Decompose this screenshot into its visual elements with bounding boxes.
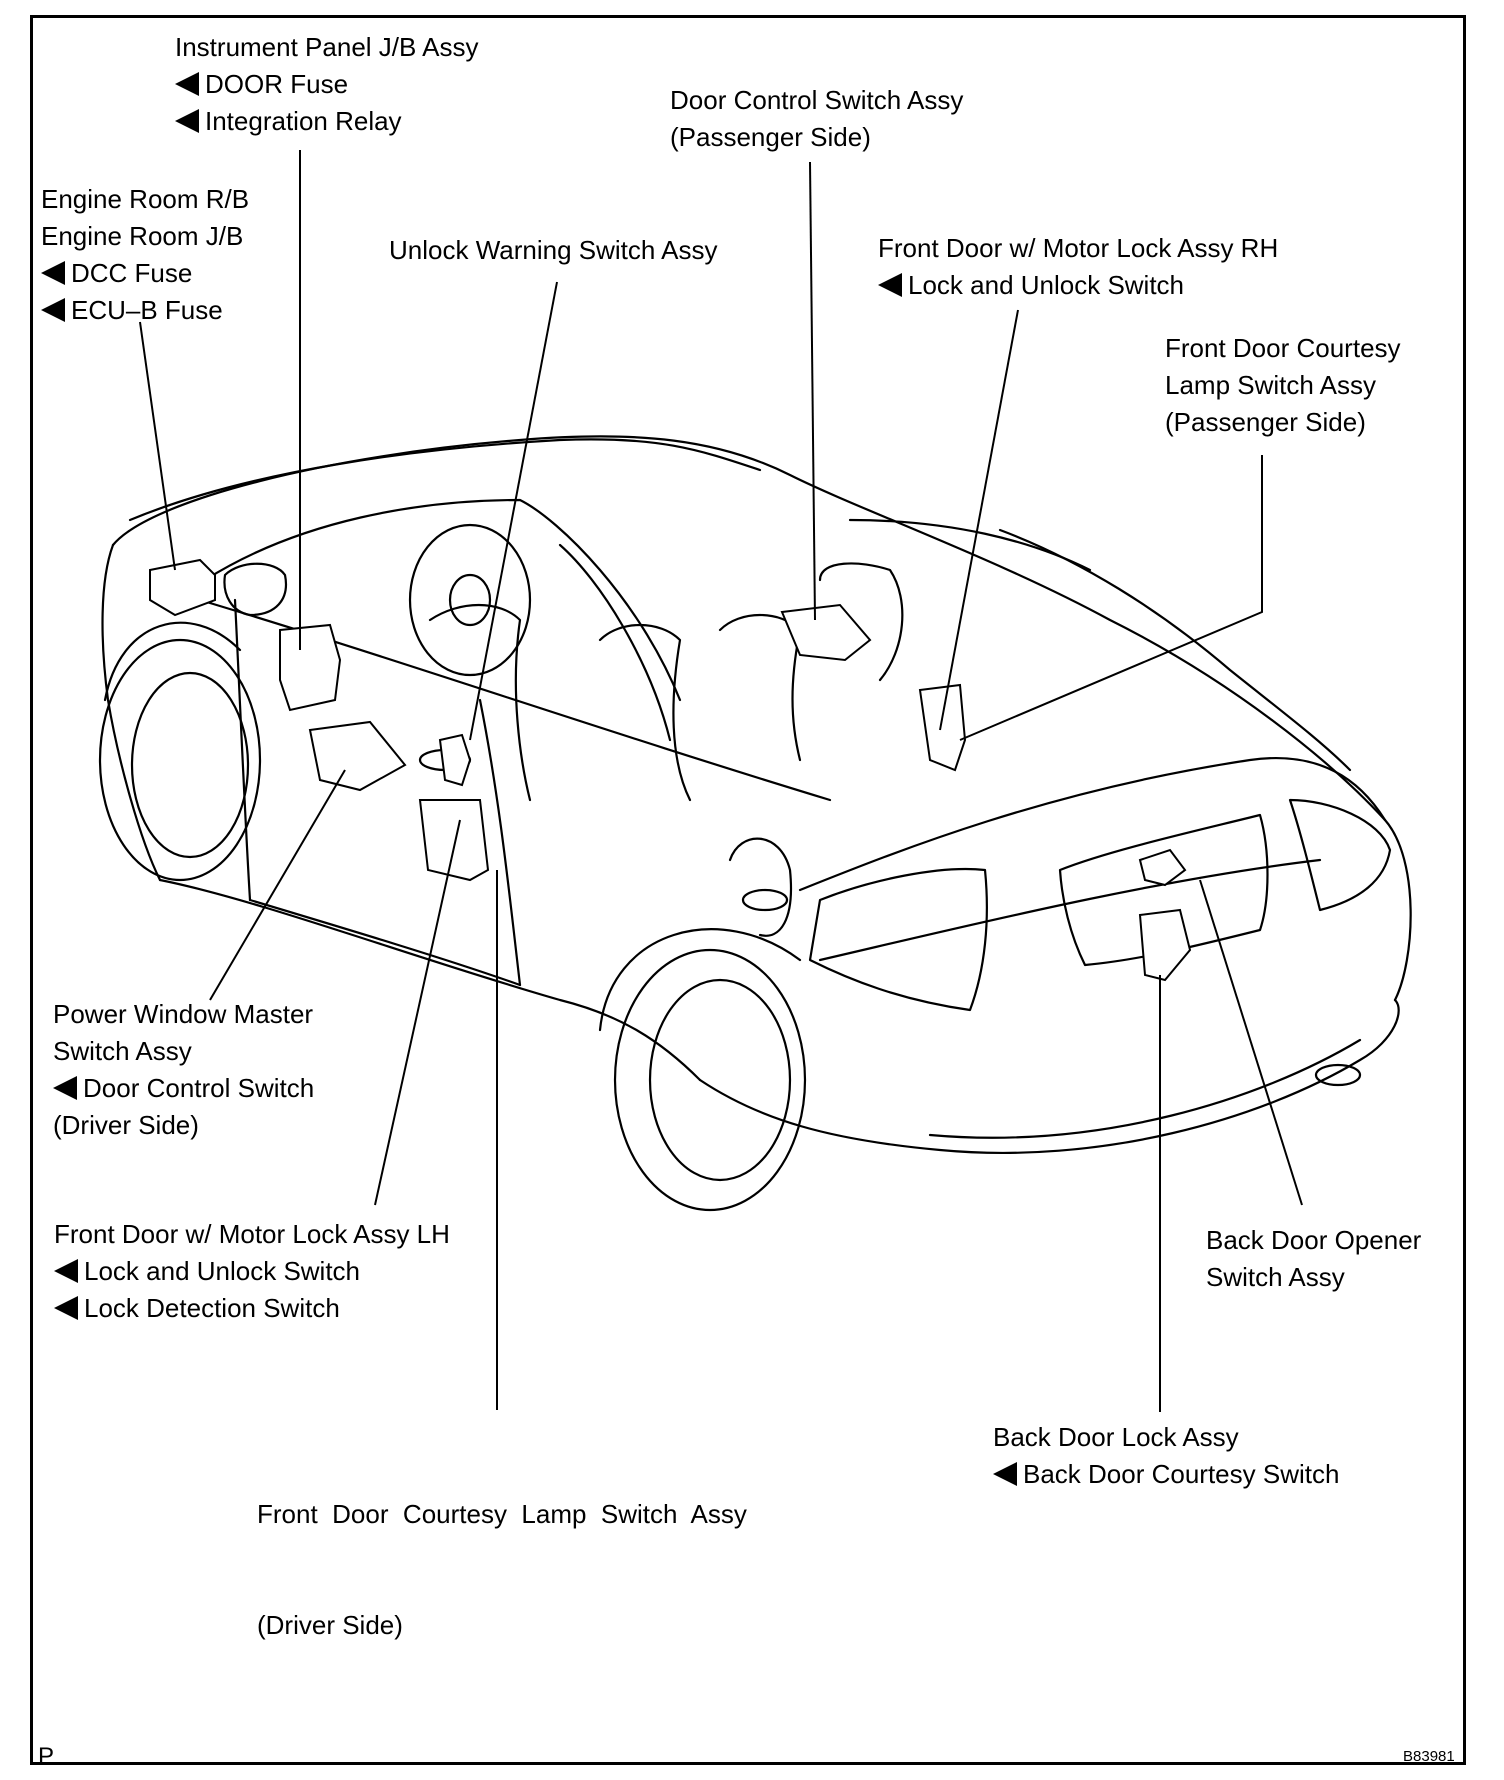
instrument-panel-item: DOOR Fuse [175, 66, 478, 103]
engine-room-item: DCC Fuse [41, 255, 249, 292]
power-window-item: Door Control Switch [53, 1070, 314, 1107]
label-instrument-panel: Instrument Panel J/B Assy DOOR Fuse Inte… [175, 29, 478, 140]
label-courtesy-driver: Front Door Courtesy Lamp Switch Assy (Dr… [257, 1422, 747, 1681]
door-control-passenger [780, 603, 872, 662]
instrument-panel-item: Integration Relay [175, 103, 478, 140]
back-door-lock-item: Back Door Courtesy Switch [993, 1456, 1339, 1493]
leader-front-door-lh [374, 819, 461, 1206]
front-door-rh-title: Front Door w/ Motor Lock Assy RH [878, 233, 1279, 263]
courtesy-passenger-title-2: Lamp Switch Assy [1165, 370, 1376, 400]
arrow-left-icon [175, 72, 199, 96]
front-door-lock-rh [918, 683, 967, 772]
label-courtesy-passenger: Front Door Courtesy Lamp Switch Assy (Pa… [1165, 330, 1401, 441]
label-power-window: Power Window Master Switch Assy Door Con… [53, 996, 314, 1144]
courtesy-passenger-title-1: Front Door Courtesy [1165, 333, 1401, 363]
label-front-door-lh: Front Door w/ Motor Lock Assy LH Lock an… [54, 1216, 450, 1327]
back-door-lock [1138, 908, 1192, 982]
engine-room-title-2: Engine Room J/B [41, 221, 244, 251]
leader-lines [139, 150, 1303, 1412]
leader-back-door-opener [1199, 879, 1303, 1206]
leader-unlock-warning [469, 281, 558, 741]
engine-room-item: ECU–B Fuse [41, 292, 249, 329]
front-door-lock-lh [418, 799, 490, 882]
arrow-left-icon [41, 261, 65, 285]
power-window-switch [308, 720, 407, 792]
leader-engine-room [139, 321, 176, 571]
instrument-panel-jb [279, 623, 342, 712]
arrow-left-icon [175, 109, 199, 133]
unlock-warning-title: Unlock Warning Switch Assy [389, 235, 718, 265]
front-door-lh-item: Lock Detection Switch [54, 1290, 450, 1327]
courtesy-driver-title-2: (Driver Side) [257, 1610, 403, 1640]
diagram-frame [30, 15, 1466, 1765]
arrow-left-icon [54, 1259, 78, 1283]
courtesy-passenger-title-3: (Passenger Side) [1165, 407, 1366, 437]
car-body-outline [98, 435, 1412, 1212]
back-door-lock-title: Back Door Lock Assy [993, 1422, 1239, 1452]
leader-front-door-rh [939, 309, 1019, 731]
engine-room-relay-block [149, 558, 216, 617]
leader-courtesy-passenger [959, 455, 1263, 741]
engine-room-title-1: Engine Room R/B [41, 184, 250, 214]
leader-door-control-passenger [809, 161, 816, 621]
arrow-left-icon [53, 1076, 77, 1100]
label-back-door-lock: Back Door Lock Assy Back Door Courtesy S… [993, 1419, 1339, 1493]
label-unlock-warning: Unlock Warning Switch Assy [389, 232, 717, 269]
arrow-left-icon [878, 273, 902, 297]
power-window-title-1: Power Window Master [53, 999, 314, 1029]
back-door-opener-title-2: Switch Assy [1206, 1262, 1345, 1292]
courtesy-driver-title-1: Front Door Courtesy Lamp Switch Assy [257, 1499, 747, 1529]
front-door-rh-item: Lock and Unlock Switch [878, 267, 1278, 304]
back-door-opener-title-1: Back Door Opener [1206, 1225, 1422, 1255]
door-control-passenger-title-2: (Passenger Side) [670, 122, 871, 152]
label-engine-room: Engine Room R/B Engine Room J/B DCC Fuse… [41, 181, 249, 329]
arrow-left-icon [54, 1296, 78, 1320]
door-control-passenger-title-1: Door Control Switch Assy [670, 85, 964, 115]
front-door-lh-title: Front Door w/ Motor Lock Assy LH [54, 1219, 450, 1249]
front-door-lh-item: Lock and Unlock Switch [54, 1253, 450, 1290]
leader-power-window [209, 769, 346, 1001]
corner-letter: P [38, 1743, 55, 1770]
component-shapes [149, 558, 1192, 982]
figure-code: B83981 [1403, 1748, 1455, 1765]
unlock-warning-switch [438, 733, 472, 787]
power-window-title-2: Switch Assy [53, 1036, 192, 1066]
label-door-control-passenger: Door Control Switch Assy (Passenger Side… [670, 82, 963, 156]
arrow-left-icon [41, 298, 65, 322]
arrow-left-icon [993, 1462, 1017, 1486]
label-front-door-rh: Front Door w/ Motor Lock Assy RH Lock an… [878, 230, 1278, 304]
instrument-panel-title: Instrument Panel J/B Assy [175, 32, 479, 62]
back-door-opener [1138, 848, 1187, 887]
label-back-door-opener: Back Door Opener Switch Assy [1206, 1222, 1421, 1296]
power-window-title-3: (Driver Side) [53, 1110, 199, 1140]
